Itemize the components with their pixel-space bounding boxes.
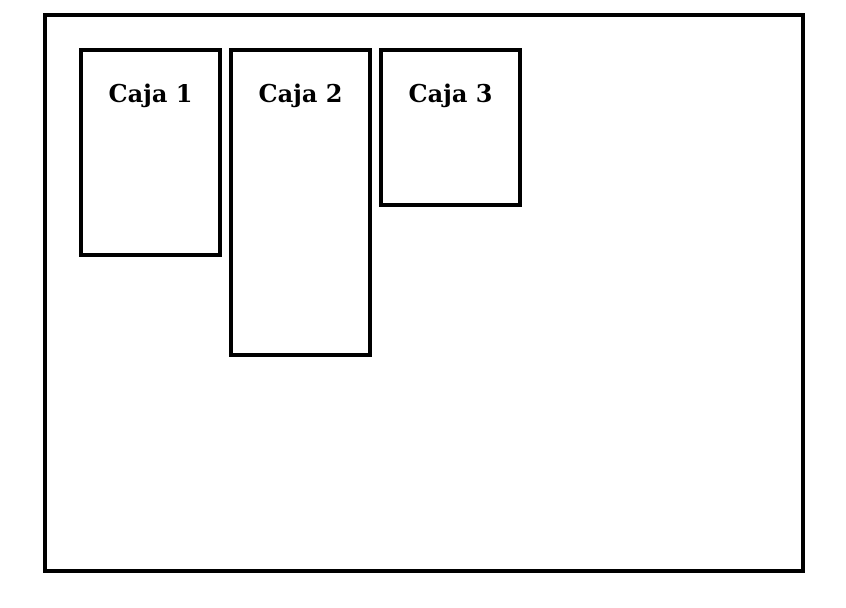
outer-container: Caja 1 Caja 2 Caja 3 (43, 13, 805, 573)
box-2: Caja 2 (229, 48, 372, 357)
box-3-label: Caja 3 (408, 79, 493, 108)
box-3: Caja 3 (379, 48, 522, 207)
box-1-label: Caja 1 (108, 79, 193, 108)
box-1: Caja 1 (79, 48, 222, 257)
box-2-label: Caja 2 (258, 79, 343, 108)
